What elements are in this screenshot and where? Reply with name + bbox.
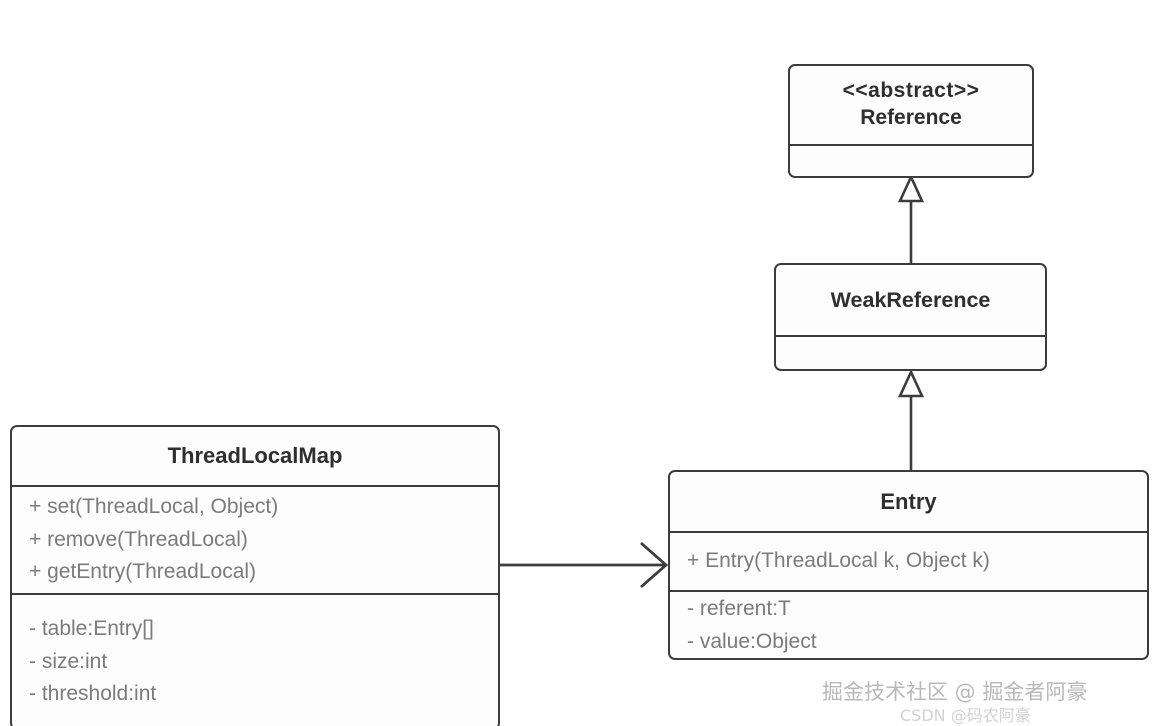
class-weakreference-name: WeakReference — [830, 287, 991, 312]
field-item: - threshold:int — [29, 682, 157, 706]
class-threadlocalmap-name: ThreadLocalMap — [167, 443, 343, 468]
class-threadlocalmap-methods: + set(ThreadLocal, Object) + remove(Thre… — [12, 485, 498, 593]
class-threadlocalmap-header: ThreadLocalMap — [12, 427, 498, 485]
class-reference-header: <<abstract>> Reference — [790, 66, 1032, 144]
field-item: - table:Entry[] — [29, 617, 154, 641]
method-item: + remove(ThreadLocal) — [29, 527, 248, 551]
class-weakreference-members-empty — [776, 335, 1045, 369]
generalization-entry-to-weakreference — [897, 368, 925, 470]
class-entry-fields: - referent:T - value:Object — [670, 590, 1147, 658]
class-entry-name: Entry — [880, 488, 937, 514]
class-entry-header: Entry — [670, 472, 1147, 531]
class-entry-methods: + Entry(ThreadLocal k, Object k) — [670, 531, 1147, 590]
method-item: + Entry(ThreadLocal k, Object k) — [687, 549, 990, 573]
class-reference-members-empty — [790, 144, 1032, 176]
method-item: + set(ThreadLocal, Object) — [29, 495, 279, 519]
generalization-weakreference-to-reference — [897, 173, 925, 263]
association-threadlocalmap-to-entry — [500, 541, 669, 589]
class-box-entry[interactable]: Entry + Entry(ThreadLocal k, Object k) -… — [668, 470, 1149, 660]
watermark-csdn: CSDN @码农阿豪 — [900, 706, 1031, 725]
field-item: - size:int — [29, 649, 108, 673]
class-box-weakreference[interactable]: WeakReference — [774, 263, 1047, 371]
field-item: - referent:T — [687, 596, 791, 620]
class-reference-name: Reference — [860, 106, 962, 129]
class-box-threadlocalmap[interactable]: ThreadLocalMap + set(ThreadLocal, Object… — [10, 425, 500, 726]
class-weakreference-header: WeakReference — [776, 265, 1045, 335]
class-reference-stereotype: <<abstract>> — [842, 79, 980, 103]
method-item: + getEntry(ThreadLocal) — [29, 560, 257, 584]
watermark-juejin: 掘金技术社区 @ 掘金者阿豪 — [822, 680, 1088, 704]
class-box-reference[interactable]: <<abstract>> Reference — [788, 64, 1034, 178]
field-item: - value:Object — [687, 629, 817, 653]
class-threadlocalmap-fields: - table:Entry[] - size:int - threshold:i… — [12, 593, 498, 726]
